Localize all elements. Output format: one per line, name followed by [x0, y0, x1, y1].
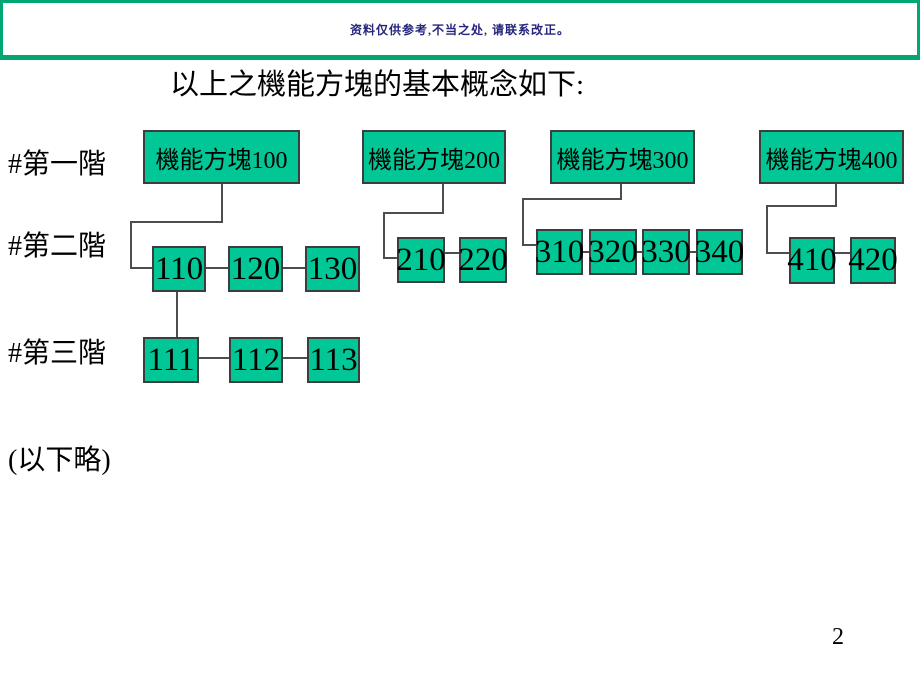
- block-113-label: 113: [309, 341, 358, 378]
- block-112: 112: [229, 337, 283, 383]
- block-210: 210: [396, 237, 446, 283]
- block-111-label: 111: [147, 341, 195, 378]
- block-110-label: 110: [154, 250, 204, 287]
- block-410: 410: [787, 237, 837, 284]
- block-420: 420: [848, 237, 898, 284]
- block-300: 機能方塊300: [550, 130, 695, 184]
- block-100: 機能方塊100: [143, 130, 300, 184]
- row-label-level3: #第三階: [8, 338, 107, 369]
- block-420-label: 420: [848, 242, 898, 278]
- block-100-label: 機能方塊100: [155, 147, 288, 174]
- block-113: 113: [307, 337, 360, 383]
- block-410-label: 410: [787, 242, 837, 278]
- block-130: 130: [305, 246, 360, 292]
- block-120-label: 120: [230, 250, 281, 287]
- row-label-level1: #第一階: [8, 149, 107, 180]
- block-320: 320: [588, 229, 638, 275]
- block-340: 340: [694, 229, 745, 275]
- notice-text: 资料仅供参考,不当之处, 请联系改正。: [349, 22, 570, 37]
- block-400-label: 機能方塊400: [765, 147, 898, 174]
- block-340-label: 340: [694, 233, 745, 270]
- block-210-label: 210: [396, 241, 446, 278]
- block-320-label: 320: [588, 233, 638, 270]
- slide-title: 以上之機能方塊的基本概念如下:: [170, 69, 585, 101]
- notice-banner: 资料仅供参考,不当之处, 请联系改正。: [0, 0, 920, 60]
- block-200-label: 機能方塊200: [368, 147, 500, 174]
- block-130-label: 130: [307, 250, 358, 287]
- block-330: 330: [641, 229, 691, 275]
- block-300-label: 機能方塊300: [556, 147, 689, 174]
- page-number: 2: [832, 624, 844, 650]
- block-330-label: 330: [641, 233, 691, 270]
- block-310-label: 310: [534, 233, 585, 270]
- block-111: 111: [143, 337, 199, 383]
- block-400: 機能方塊400: [759, 130, 904, 184]
- row-label-level2: #第二階: [8, 231, 107, 262]
- block-200: 機能方塊200: [362, 130, 506, 184]
- block-120: 120: [228, 246, 283, 292]
- block-310: 310: [534, 229, 585, 275]
- block-110: 110: [152, 246, 206, 292]
- block-220: 220: [458, 237, 508, 283]
- row-label-ellipsis: (以下略): [8, 445, 111, 476]
- block-220-label: 220: [458, 241, 508, 278]
- block-112-label: 112: [231, 341, 281, 378]
